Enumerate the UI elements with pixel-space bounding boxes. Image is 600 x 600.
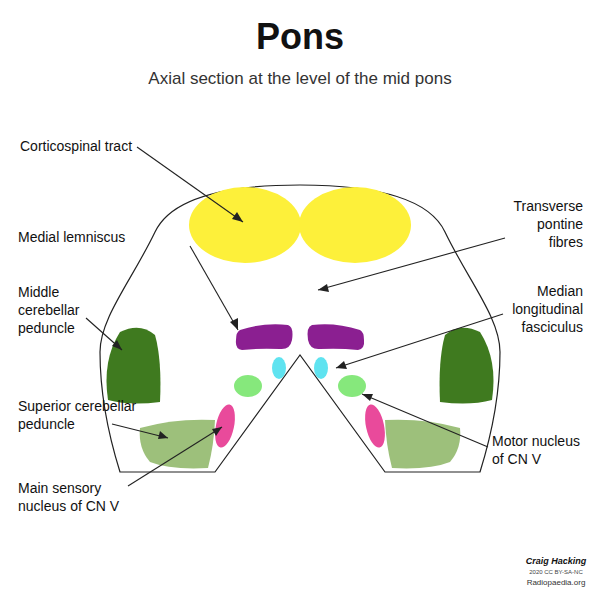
arrow-head — [212, 427, 222, 436]
leader-line — [190, 246, 238, 330]
superior-cerebellar-peduncle-right — [385, 420, 460, 469]
arrow-head — [158, 431, 168, 439]
pons-outline — [100, 185, 500, 472]
mlf-left — [272, 357, 286, 379]
leader-line — [86, 318, 122, 350]
structure-label: Middle cerebellar peduncle — [18, 284, 93, 338]
middle-cerebellar-peduncle-right — [440, 328, 494, 404]
leader-line — [318, 238, 505, 290]
motor-nucleus-right — [338, 375, 366, 397]
arrow-head — [112, 340, 122, 350]
main-sensory-nucleus-left — [212, 403, 239, 450]
leader-line — [128, 427, 222, 486]
main-sensory-nucleus-right — [362, 403, 389, 450]
leader-line — [336, 314, 503, 368]
medial-lemniscus-right — [308, 324, 365, 350]
arrow-head — [362, 394, 373, 401]
credit-source: Radiopaedia.org — [520, 578, 592, 588]
arrow-head — [336, 361, 347, 369]
structure-label: Corticospinal tract — [20, 138, 180, 156]
arrow-head — [230, 318, 238, 330]
leader-line — [362, 394, 488, 447]
arrow-head — [232, 212, 243, 222]
superior-cerebellar-peduncle-left — [140, 420, 215, 469]
middle-cerebellar-peduncle-left — [107, 328, 161, 404]
structure-label: Medial lemniscus — [18, 229, 178, 247]
structure-label: Transverse pontine fibres — [507, 198, 583, 252]
diagram-title: Pons — [0, 14, 600, 60]
leader-line — [112, 424, 168, 438]
corticospinal-tract-right — [299, 187, 411, 263]
medial-lemniscus-left — [236, 324, 293, 350]
arrow-head — [318, 284, 329, 292]
mlf-right — [314, 357, 328, 379]
subtitle: Axial section at the level of the mid po… — [0, 68, 600, 90]
corticospinal-tract-left — [189, 187, 301, 263]
structure-label: Superior cerebellar peduncle — [18, 398, 143, 434]
credit-author: Craig Hacking — [520, 556, 592, 568]
motor-nucleus-left — [234, 375, 262, 397]
credit-licence: 2020 CC BY-SA-NC — [520, 569, 592, 577]
structure-label: Main sensory nucleus of CN V — [18, 480, 130, 516]
structure-label: Median longitudinal fasciculus — [502, 283, 583, 337]
structure-label: Motor nucleus of CN V — [492, 433, 592, 469]
leader-line — [137, 147, 243, 222]
